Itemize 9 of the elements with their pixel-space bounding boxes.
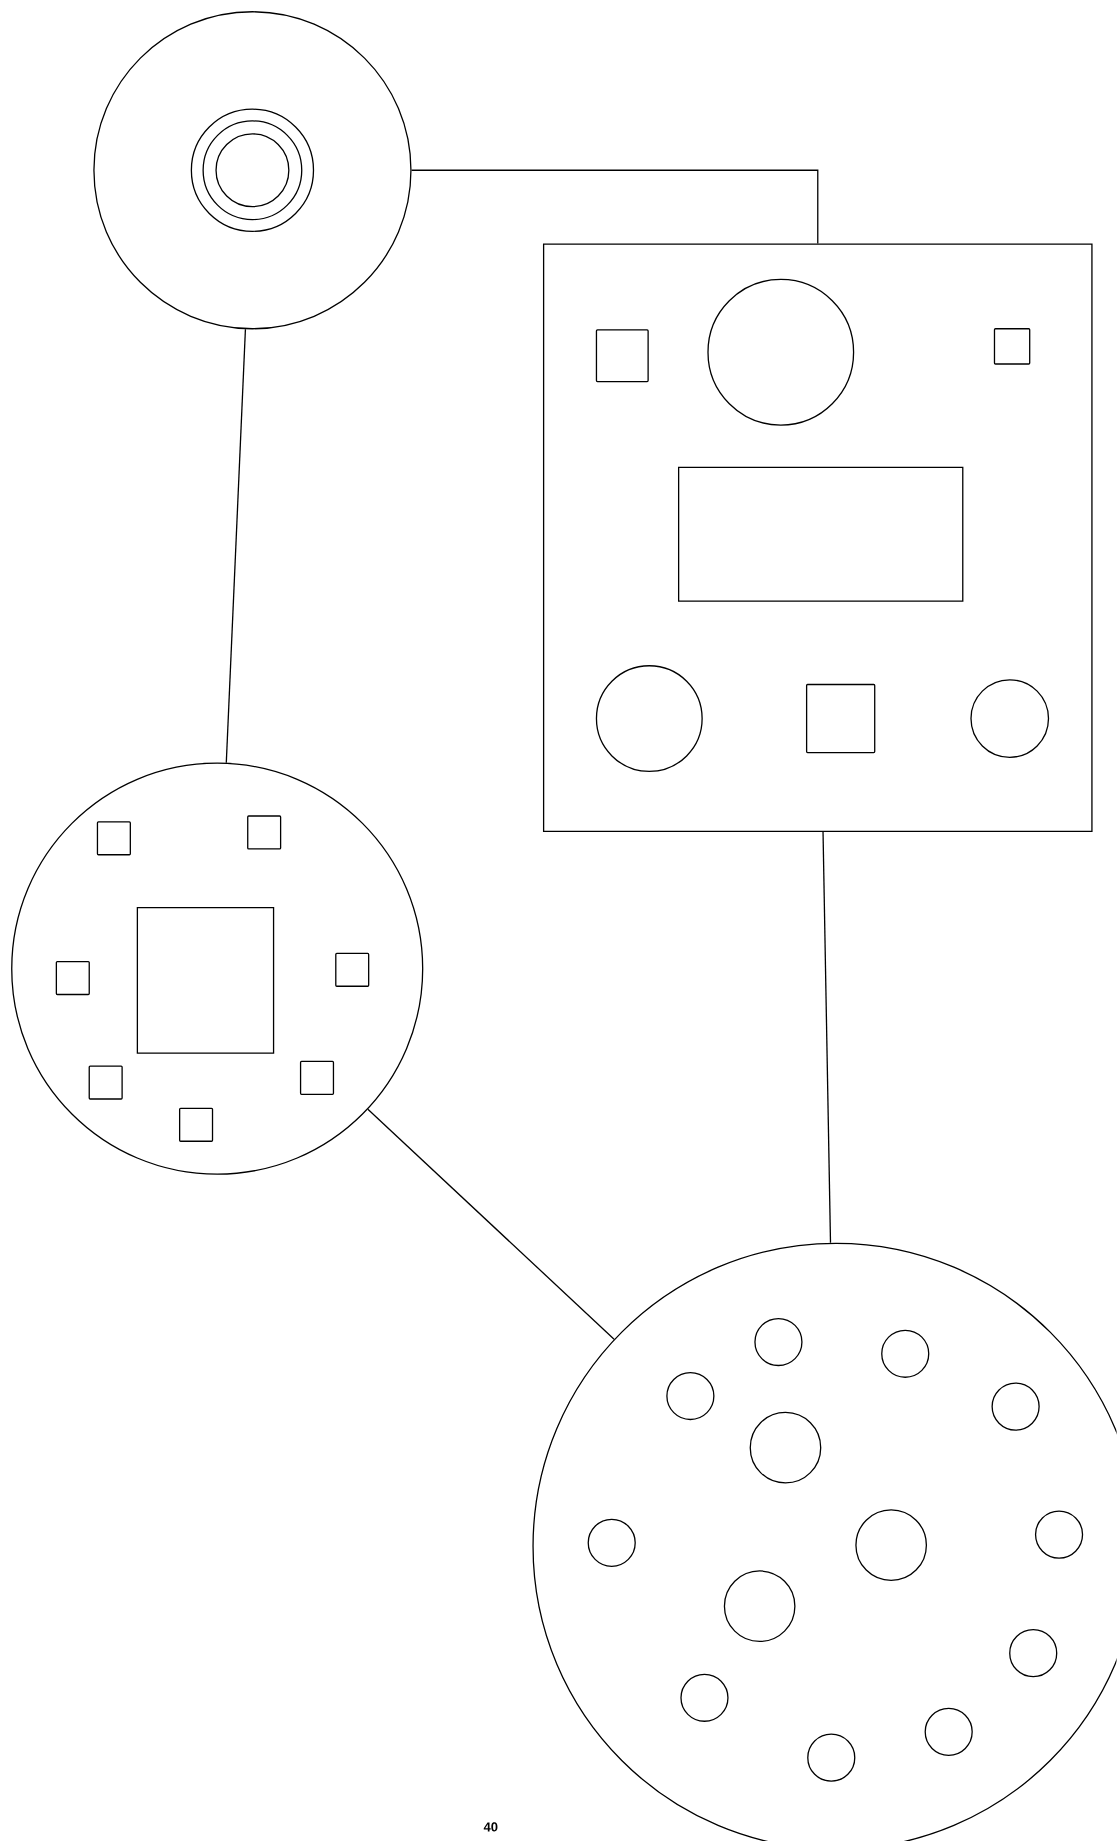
connector-line (225, 328, 247, 764)
square-panel (543, 243, 1093, 832)
connector-line (822, 831, 832, 1244)
connector-line (411, 169, 819, 245)
round-plate (93, 11, 412, 330)
round-plate (11, 762, 424, 1175)
connector-line (367, 1108, 615, 1340)
page-number: 40 (483, 1822, 498, 1832)
round-plate (532, 1242, 1117, 1841)
